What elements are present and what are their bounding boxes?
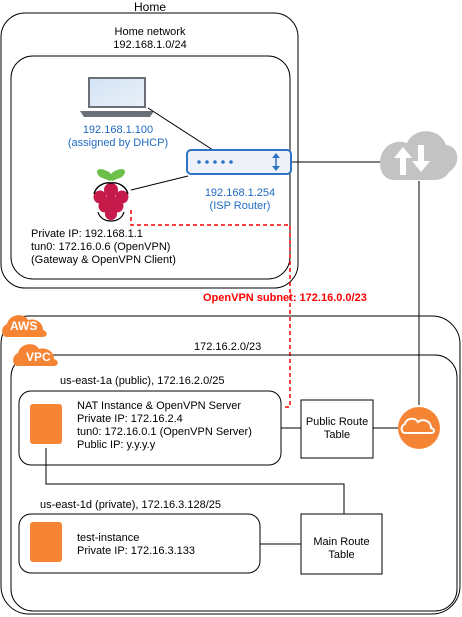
test-instance-name: test-instance [77,532,140,544]
public-route-table-box [300,399,374,459]
pi-private-ip: Private IP: 192.168.1.1 [31,228,143,240]
internet-cloud-icon [380,131,458,180]
aws-badge-icon [2,315,47,337]
openvpn-tunnel-path [130,210,291,408]
main-route-table-label: Main Route Table [301,536,382,562]
pi-router-link [130,175,189,191]
raspberry-pi-label: Private IP: 192.168.1.1 tun0: 172.16.0.6… [31,228,176,267]
openvpn-subnet-label: OpenVPN subnet: 172.16.0.0/23 [203,292,367,304]
vpc-container [10,354,458,612]
main-route-table-line1: Main Route [313,536,370,548]
home-network-title: Home network 192.168.1.0/24 [90,26,210,52]
private-subnet-title: us-east-1d (private), 172.16.3.128/25 [40,499,222,511]
aws-badge-label: AWS [10,319,38,333]
router-icon [186,149,292,175]
nat-instance-icon [30,404,62,444]
router-label: 192.168.1.254 (ISP Router) [190,187,290,213]
public-subnet-title: us-east-1a (public), 172.16.2.0/25 [60,375,225,387]
laptop-icon [80,77,154,117]
vpc-badge-icon [13,344,58,366]
nat-instance-label: NAT Instance & OpenVPN Server Private IP… [77,400,252,452]
router-name: (ISP Router) [209,200,271,212]
raspberry-pi-icon [93,169,129,222]
nat-tun0: tun0: 172.16.0.1 (OpenVPN Server) [77,426,252,438]
home-network-cidr: 192.168.1.0/24 [113,39,187,51]
pi-role: (Gateway & OpenVPN Client) [31,254,176,266]
home-title: Home [133,0,166,14]
laptop-note: (assigned by DHCP) [67,137,169,149]
aws-container [0,315,461,615]
public-route-table-line1: Public Route [305,416,369,428]
vpc-badge-label: VPC [26,350,51,364]
laptop-label: 192.168.1.100 (assigned by DHCP) [48,124,188,150]
home-network-name: Home network [114,26,186,38]
nat-public-ip: Public IP: y.y.y.y [77,439,156,451]
aws-cidr: 172.16.2.0/23 [194,341,262,353]
nat-instance-name: NAT Instance & OpenVPN Server [77,400,242,412]
test-instance-ip: Private IP: 172.16.3.133 [77,545,196,557]
nat-private-ip: Private IP: 172.16.2.4 [77,413,183,425]
test-instance-label: test-instance Private IP: 172.16.3.133 [77,532,195,558]
home-container [0,12,299,289]
laptop-ip: 192.168.1.100 [82,124,154,136]
main-route-table-box [300,513,383,575]
nat-main-route-link [45,448,345,514]
router-ip: 192.168.1.254 [204,187,276,199]
test-instance-icon [30,522,62,562]
main-route-table-line2: Table [328,549,355,561]
pi-tun0: tun0: 172.16.0.6 (OpenVPN) [31,241,171,253]
internet-gateway-icon [398,407,440,449]
public-route-table-line2: Table [323,429,351,441]
laptop-router-link [147,107,214,151]
public-route-table-label: Public Route Table [301,416,373,442]
